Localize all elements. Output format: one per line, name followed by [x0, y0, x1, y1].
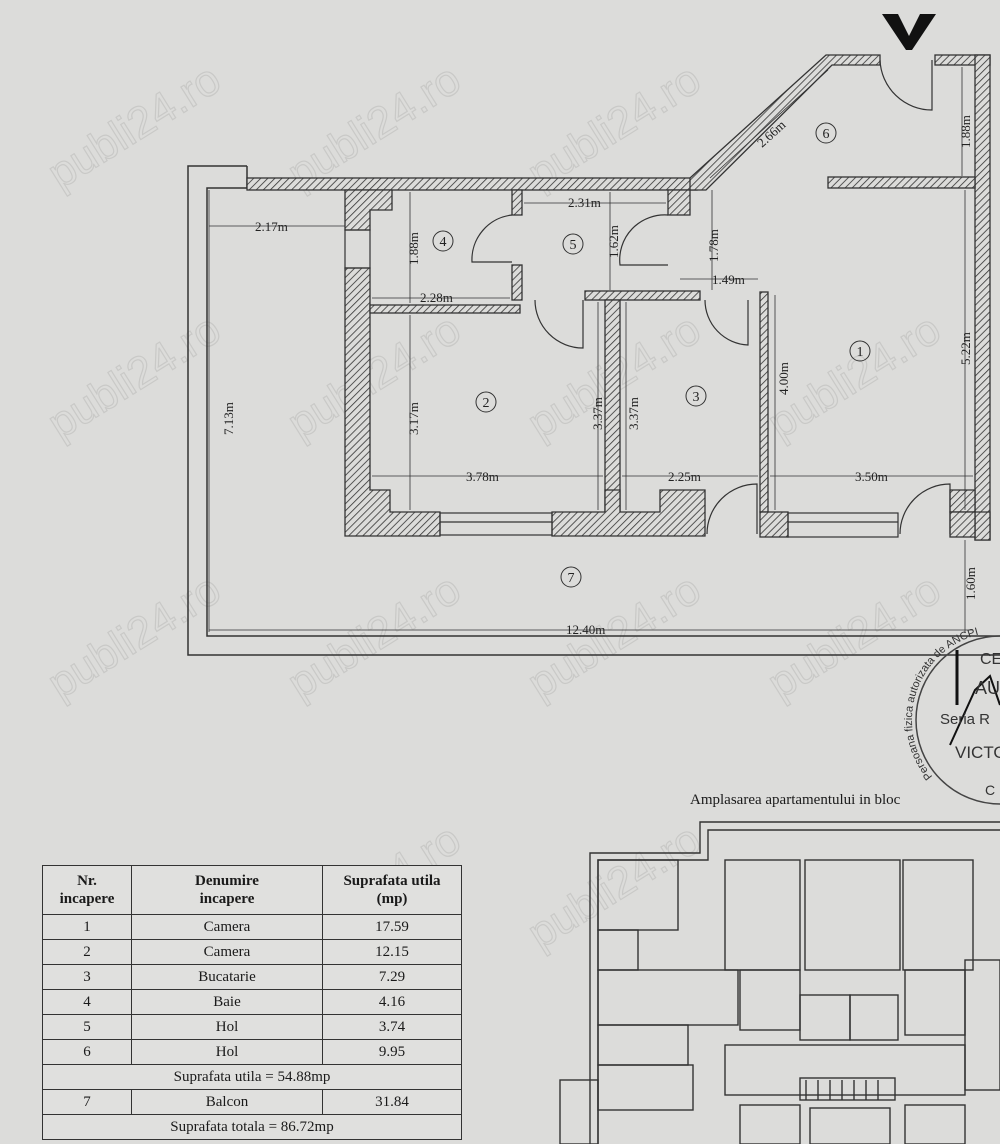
windows: [344, 229, 899, 538]
svg-text:publi24.ro: publi24.ro: [519, 815, 709, 959]
svg-text:publi24.ro: publi24.ro: [39, 55, 229, 199]
dimension-lines: [208, 67, 973, 632]
svg-text:4.00m: 4.00m: [776, 362, 791, 395]
svg-text:1.78m: 1.78m: [706, 229, 721, 262]
header-room-number: Nr.incapere: [42, 865, 132, 915]
svg-text:3.37m: 3.37m: [590, 397, 605, 430]
subtotal-row: Suprafata utila = 54.88mp: [42, 1064, 462, 1090]
svg-text:7.13m: 7.13m: [221, 402, 236, 435]
svg-text:1.49m: 1.49m: [712, 272, 745, 287]
svg-text:1: 1: [857, 345, 864, 360]
walls: [246, 54, 991, 541]
svg-text:publi24.ro: publi24.ro: [39, 565, 229, 709]
svg-text:7: 7: [568, 571, 575, 586]
svg-text:2.31m: 2.31m: [568, 195, 601, 210]
svg-text:3.37m: 3.37m: [626, 397, 641, 430]
stamp: CE AU Seria R VICTO C Persoana fizica au…: [903, 626, 1000, 805]
svg-text:1.88m: 1.88m: [958, 115, 973, 148]
svg-text:Seria R: Seria R: [940, 711, 990, 728]
svg-text:2.28m: 2.28m: [420, 290, 453, 305]
svg-text:publi24.ro: publi24.ro: [519, 55, 709, 199]
svg-text:AU: AU: [975, 678, 1000, 698]
svg-text:3: 3: [693, 390, 700, 405]
room-labels: 1 2 3 4 5 6 7: [440, 127, 864, 586]
header-usable-area: Suprafata utila(mp): [322, 865, 462, 915]
svg-text:2.25m: 2.25m: [668, 469, 701, 484]
svg-text:publi24.ro: publi24.ro: [279, 55, 469, 199]
svg-text:1.60m: 1.60m: [963, 567, 978, 600]
svg-text:1.62m: 1.62m: [606, 225, 621, 258]
svg-text:2: 2: [483, 396, 490, 411]
svg-text:2.17m: 2.17m: [255, 219, 288, 234]
building-location-plan: [559, 821, 1000, 1144]
total-row: Suprafata totala = 86.72mp: [42, 1114, 462, 1140]
svg-text:3.50m: 3.50m: [855, 469, 888, 484]
svg-text:3.78m: 3.78m: [466, 469, 499, 484]
svg-text:12.40m: 12.40m: [566, 622, 605, 637]
north-arrow-icon: [882, 14, 936, 50]
svg-text:5: 5: [570, 238, 577, 253]
svg-text:C: C: [985, 782, 995, 798]
room-numbers: [432, 122, 871, 588]
svg-text:6: 6: [823, 127, 830, 142]
svg-text:publi24.ro: publi24.ro: [39, 305, 229, 449]
svg-text:1.88m: 1.88m: [406, 232, 421, 265]
svg-text:4: 4: [440, 235, 447, 250]
doors: [471, 59, 951, 535]
svg-text:5.22m: 5.22m: [958, 332, 973, 365]
svg-text:VICTO: VICTO: [955, 743, 1000, 762]
svg-text:3.17m: 3.17m: [406, 402, 421, 435]
location-caption: Amplasarea apartamentului in bloc: [690, 792, 901, 808]
svg-text:publi24.ro: publi24.ro: [279, 305, 469, 449]
svg-text:CE: CE: [980, 651, 1000, 668]
